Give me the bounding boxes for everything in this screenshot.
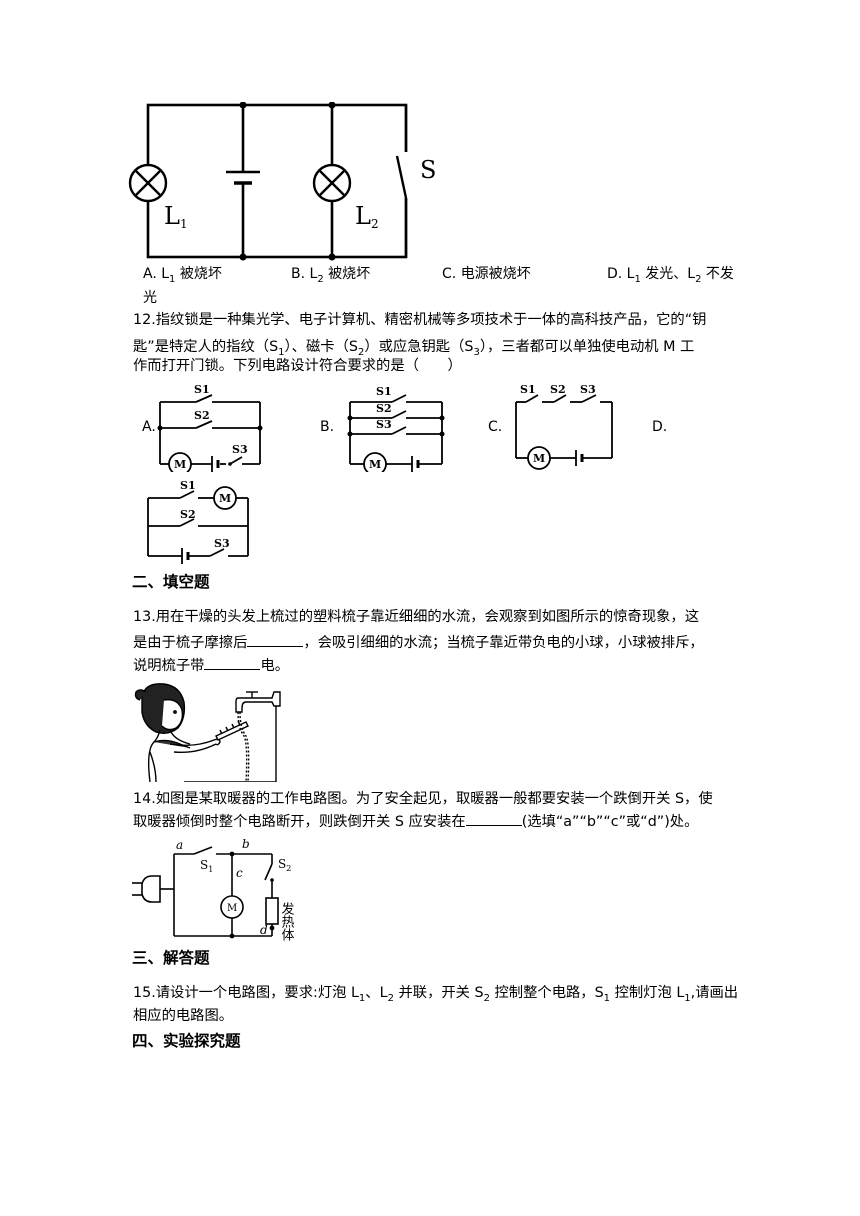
q13-text-line1: 13.用在干燥的头发上梳过的塑料梳子靠近细细的水流，会观察到如图所示的惊奇现象，… [133, 609, 700, 625]
q11-option-c: C. 电源被烧坏 [442, 266, 531, 282]
svg-text:S2: S2 [376, 402, 392, 415]
svg-text:S1: S1 [194, 383, 210, 396]
q15-text-line1: 15.请设计一个电路图，要求:灯泡 L1、L2 并联，开关 S2 控制整个电路，… [133, 985, 739, 1004]
q11-option-d: D. L1 发光、L2 不发 [607, 266, 734, 285]
svg-text:a: a [176, 838, 183, 852]
svg-text:S2: S2 [278, 857, 291, 873]
section-heading-fill-in: 二、填空题 [132, 573, 210, 591]
q11-option-d-wrap: 光 [143, 290, 157, 306]
q12-option-a-circuit: S1 S2 S3 M [157, 383, 263, 472]
svg-text:发热体: 发热体 [279, 901, 295, 941]
svg-text:S3: S3 [214, 537, 230, 550]
svg-text:S3: S3 [580, 383, 596, 396]
q13-text-line3: 说明梳子带电。 [133, 652, 289, 680]
q12-option-b-letter: B. [320, 419, 335, 435]
q11-circuit-diagram: L1 L2 S [128, 102, 436, 261]
q11-lamp2-label: L2 [355, 202, 379, 231]
q13-text-line2: 是由于梳子摩擦后，会吸引细细的水流；当梳子靠近带负电的小球，小球被排斥， [133, 629, 704, 657]
q12-text-line3: 作而打开门锁。下列电路设计符合要求的是（ ） [133, 358, 462, 374]
svg-text:M: M [227, 903, 237, 914]
svg-text:b: b [242, 837, 250, 851]
section-heading-answer: 三、解答题 [132, 949, 210, 967]
svg-text:c: c [236, 866, 243, 880]
svg-text:S1: S1 [376, 385, 392, 398]
q14-heater-circuit-diagram: a b c d S1 S2 M 发热体 [132, 837, 295, 941]
q11-option-a: A. L1 被烧坏 [143, 266, 222, 285]
q12-option-a-letter: A. [142, 419, 156, 435]
q12-text-line1: 12.指纹锁是一种集光学、电子计算机、精密机械等多项技术于一体的高科技产品，它的… [133, 312, 707, 328]
q13-comb-water-illustration [134, 683, 281, 782]
q14-blank[interactable] [465, 811, 522, 826]
q12-option-b-circuit: S1 S2 S3 M [347, 385, 445, 472]
section-heading-experiment: 四、实验探究题 [132, 1032, 241, 1050]
q14-text-line2: 取暖器倾倒时整个电路断开，则跌倒开关 S 应安装在(选填“a”“b”“c”或“d… [133, 808, 698, 836]
q11-lamp1-label: L1 [164, 202, 188, 231]
svg-text:M: M [219, 492, 231, 505]
q13-blank-2[interactable] [204, 655, 261, 670]
q14-text-line1: 14.如图是某取暖器的工作电路图。为了安全起见，取暖器一般都要安装一个跌倒开关 … [133, 791, 713, 807]
svg-text:S2: S2 [550, 383, 566, 396]
q12-option-d-letter: D. [652, 419, 668, 435]
q13-blank-1[interactable] [247, 632, 304, 647]
svg-text:S2: S2 [180, 508, 196, 521]
svg-text:S1: S1 [180, 479, 196, 492]
svg-text:M: M [533, 452, 545, 465]
svg-text:S3: S3 [376, 418, 392, 431]
svg-text:S1: S1 [200, 858, 213, 874]
q11-switch-label: S [420, 156, 436, 184]
svg-text:d: d [260, 923, 268, 937]
q11-option-b: B. L2 被烧坏 [291, 266, 371, 285]
q15-text-line2: 相应的电路图。 [133, 1008, 234, 1024]
q12-text-line2: 匙”是特定人的指纹（S1）、磁卡（S2）或应急钥匙（S3），三者都可以单独使电动… [133, 339, 695, 358]
svg-text:S1: S1 [520, 383, 536, 396]
svg-text:S2: S2 [194, 409, 210, 422]
q12-option-d-circuit: S1 S2 S3 M [147, 479, 249, 564]
q12-option-c-circuit: S1 S2 S3 M [515, 383, 613, 470]
svg-text:M: M [174, 458, 186, 471]
svg-text:S3: S3 [232, 443, 248, 456]
svg-text:M: M [369, 458, 381, 471]
q12-option-c-letter: C. [488, 419, 503, 435]
